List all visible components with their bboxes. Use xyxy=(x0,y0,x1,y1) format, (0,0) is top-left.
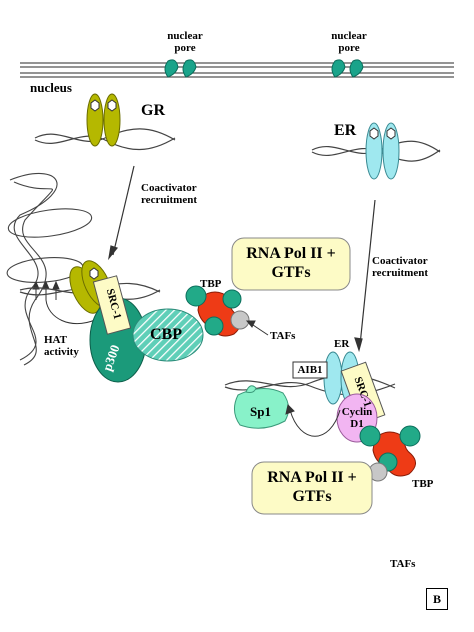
coactivator-arrow-left xyxy=(108,165,135,261)
cbp-shape xyxy=(132,308,204,362)
dna-top-left xyxy=(34,128,176,151)
sp1-label: Sp1 xyxy=(250,404,271,419)
src1-box-left xyxy=(92,275,132,335)
gr-label: GR xyxy=(141,102,165,119)
tbp-2-shape xyxy=(359,425,421,482)
rna-pol-box-2 xyxy=(251,461,373,515)
tbp-1-shape xyxy=(185,285,250,337)
nuclear-envelope xyxy=(20,62,454,78)
tafs-label-1: TAFs xyxy=(270,330,296,342)
nuclear-pore-left xyxy=(164,59,197,78)
gr-dimer-top xyxy=(86,93,121,147)
tbp-label-1: TBP xyxy=(200,278,222,290)
nucleus-label: nucleus xyxy=(30,80,72,95)
aib1-box xyxy=(292,361,328,379)
er-dimer-top xyxy=(365,122,400,180)
sp1-arrow xyxy=(285,404,341,437)
er-label-bottom: ER xyxy=(334,338,350,350)
tafs-arrow-1 xyxy=(245,320,269,336)
cbp-label: CBP xyxy=(150,326,182,343)
aib1-label: AIB1 xyxy=(297,364,323,376)
er-label-top: ER xyxy=(334,122,357,139)
rna-pol-label-1: RNA Pol II +GTFs xyxy=(246,245,336,281)
rna-pol-box-1 xyxy=(231,237,351,291)
panel-label: B xyxy=(426,588,448,610)
coactivator-arrow-right xyxy=(354,199,376,353)
nuclear-pore-right xyxy=(331,59,364,78)
tbp-label-2: TBP xyxy=(412,478,434,490)
sp1-shape xyxy=(234,385,289,429)
rna-pol-label-2: RNA Pol II +GTFs xyxy=(267,469,357,505)
tafs-label-2: TAFs xyxy=(390,558,416,570)
